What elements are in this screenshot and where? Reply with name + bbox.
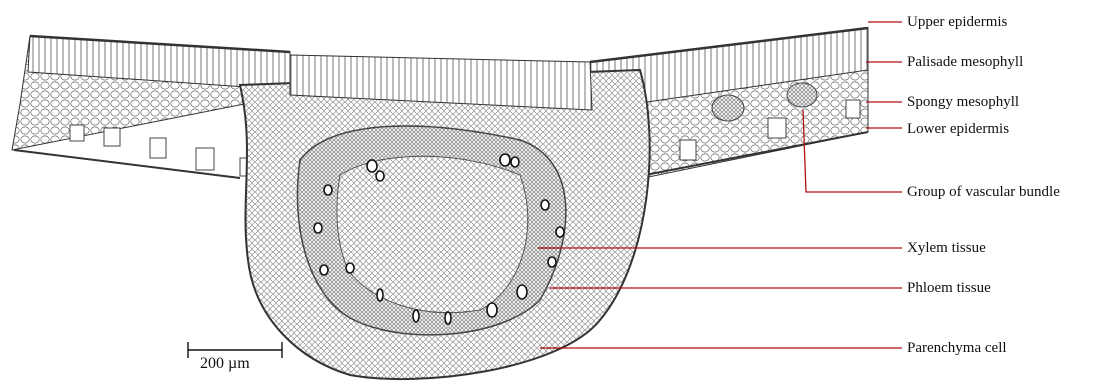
label-spongy-mesophyll: Spongy mesophyll [907,93,1019,111]
label-phloem: Phloem tissue [907,279,991,297]
label-vascular-bundle-group: Group of vascular bundle [907,183,1060,201]
label-palisade-mesophyll: Palisade mesophyll [907,53,1023,71]
label-parenchyma: Parenchyma cell [907,339,1007,357]
midrib [240,55,650,379]
label-xylem: Xylem tissue [907,239,986,257]
label-lower-epidermis: Lower epidermis [907,120,1009,138]
scale-bar-label: 200 µm [200,355,250,373]
label-upper-epidermis: Upper epidermis [907,13,1007,31]
